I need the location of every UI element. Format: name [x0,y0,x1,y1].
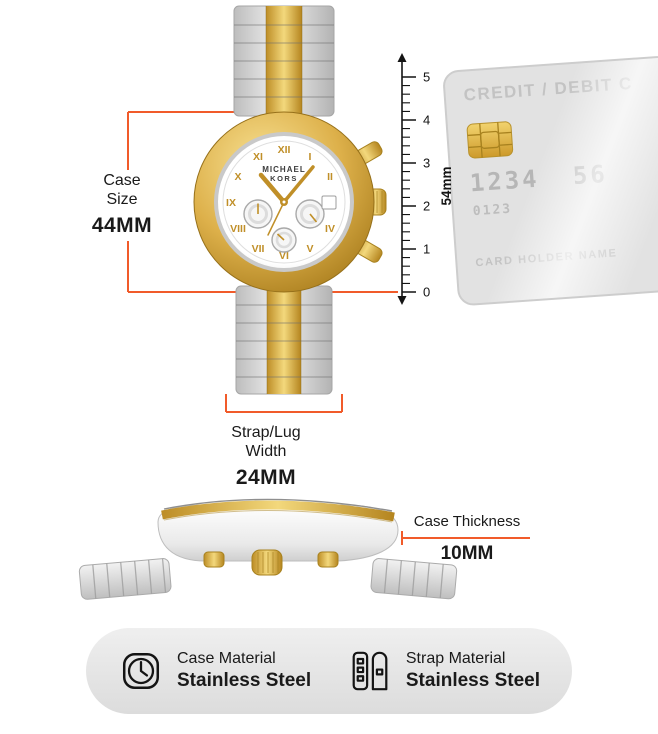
numeral-7: VII [252,243,265,255]
case-material-text: Case Material Stainless Steel [177,650,311,692]
numeral-12: XII [278,144,291,156]
case-material-label: Case Material [177,650,276,667]
numeral-5: V [306,243,313,255]
tick-label-0: 0 [423,285,430,300]
dial-numerals: XII I II IV V VI VII VIII IX X XI [226,144,335,262]
subdial-right [295,199,325,229]
case-thickness-measurement-lines [401,531,530,545]
watch-strap-icon [352,651,388,691]
case-size-annotation: Case Size 44MM [74,170,170,241]
watch-front-view: XII I II IV V VI VII VIII IX X XI MICHAE… [193,5,387,395]
side-pusher-left [203,551,225,568]
strap-material-group: Strap Material Stainless Steel [347,648,540,694]
numeral-8: VIII [230,223,246,235]
strap-width-label-line1: Strap/Lug [231,424,301,441]
ruler: 5 4 3 2 1 0 54mm [397,53,454,305]
ruler-arrow-bottom [397,296,407,305]
case-size-label-line2: Size [106,190,138,208]
tick-label-1: 1 [423,242,430,257]
numeral-6: VI [279,250,289,262]
subdial-left [243,199,273,229]
case-thickness-label-text: Case Thickness [413,513,521,530]
strap-material-value: Stainless Steel [405,670,540,691]
bracelet-top [233,5,335,117]
watch-hands [258,165,315,236]
side-pusher-right [317,551,339,568]
ruler-length-label: 54mm [439,166,454,205]
numeral-11: XI [253,151,263,163]
tick-label-3: 3 [423,156,430,171]
strap-width-annotation: Strap/Lug Width 24MM [206,424,326,491]
strap-width-label-line2: Width [245,442,287,460]
watch-side-view [78,498,458,600]
case-thickness-annotation: Case Thickness [400,513,534,531]
case-size-value: 44MM [91,213,153,237]
case-thickness-value: 10MM [440,543,494,564]
strap-material-text: Strap Material Stainless Steel [406,650,540,692]
bracelet-bottom [235,285,333,395]
materials-banner: Case Material Stainless Steel Strap Mate… [86,628,572,714]
case-material-value: Stainless Steel [177,670,312,691]
strap-width-value: 24MM [235,465,297,489]
numeral-1: I [309,151,312,163]
numeral-2: II [327,171,333,183]
tick-label-4: 4 [423,113,430,128]
tick-label-5: 5 [423,70,430,85]
watch-case-icon [122,652,160,690]
ruler-tick-labels: 5 4 3 2 1 0 [423,70,430,300]
case-size-label-line1: Case [103,172,141,189]
brand-line2: KORS [270,174,298,183]
numeral-10: X [234,171,241,183]
credit-card: CREDIT / DEBIT C 1234 56 0123 CARD HOLDE… [442,45,658,307]
strap-width-measurement-lines [225,394,343,413]
strap-material-label: Strap Material [405,650,506,667]
numeral-4: IV [325,223,335,235]
card-chip-icon [466,121,514,159]
ruler-arrow-top [397,53,407,62]
numeral-9: IX [226,197,236,209]
bracelet-side-right [370,558,458,600]
date-window [321,195,337,210]
case-material-group: Case Material Stainless Steel [118,648,311,694]
bracelet-side-left [78,558,172,600]
brand-line1: MICHAEL [262,165,305,174]
side-crown [251,549,283,576]
bezel-side [161,500,395,522]
dial-brand: MICHAEL KORS [262,165,305,183]
crystal-edge [163,498,393,512]
tick-label-2: 2 [423,199,430,214]
subdial-bottom [271,227,297,253]
